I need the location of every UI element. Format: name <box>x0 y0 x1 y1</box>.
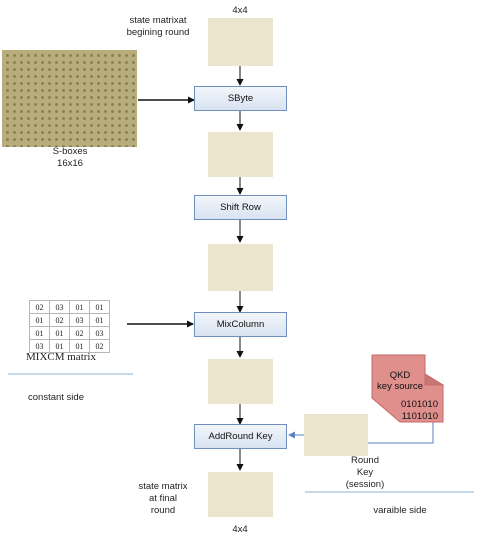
mixcm-cell: 01 <box>69 339 90 353</box>
qkd-title-line-2: key source <box>377 381 423 392</box>
state-begin-label: state matrixat begining round <box>108 15 208 39</box>
round-key-line-2: Key <box>356 467 374 478</box>
state-matrix-after-mixcolumn <box>208 359 273 404</box>
state-matrix-begin <box>208 18 273 66</box>
add-round-key-label: AddRound Key <box>208 431 273 442</box>
bottom-size-label: 4x4 <box>232 524 248 535</box>
qkd-fold <box>424 373 445 386</box>
mixcm-row: 02 03 01 01 <box>29 300 110 314</box>
top-size-label: 4x4 <box>232 5 248 16</box>
state-begin-line-2: begining round <box>126 27 190 38</box>
state-matrix-final <box>208 472 273 517</box>
round-key-label: Round Key (session) <box>330 455 400 491</box>
mixcm-label: MIXCM matrix <box>26 351 96 363</box>
constant-side-label: constant side <box>28 392 84 403</box>
state-begin-line-1: state matrixat <box>129 15 187 26</box>
mixcm-cell: 01 <box>89 300 110 314</box>
sboxes-line-2: 16x16 <box>57 158 83 169</box>
mixcm-cell: 01 <box>69 300 90 314</box>
variable-side-label: varaible side <box>373 505 427 516</box>
mixcm-cell: 01 <box>89 313 110 327</box>
qkd-bits: 0101010 1101010 <box>390 399 438 423</box>
mixcm-cell: 02 <box>29 300 50 314</box>
mix-column-step[interactable]: MixColumn <box>194 312 287 337</box>
round-key-box <box>304 414 368 456</box>
shift-row-step[interactable]: Shift Row <box>194 195 287 220</box>
state-matrix-after-sbyte <box>208 132 273 177</box>
mixcm-cell: 03 <box>89 326 110 340</box>
state-final-line-3: round <box>150 505 176 516</box>
round-key-line-1: Round <box>351 455 379 466</box>
sbyte-step[interactable]: SByte <box>194 86 287 111</box>
mixcm-cell: 03 <box>69 313 90 327</box>
mixcm-cell: 01 <box>49 326 70 340</box>
state-matrix-after-shiftrow <box>208 244 273 291</box>
arrow-qkd-to-roundkey <box>359 417 434 447</box>
qkd-bits-line-2: 1101010 <box>401 411 438 422</box>
sboxes-line-1: S-boxes <box>52 146 88 157</box>
sboxes-grid <box>2 50 137 147</box>
shift-row-label: Shift Row <box>220 202 261 213</box>
mixcm-cell: 01 <box>49 339 70 353</box>
qkd-title-line-1: QKD <box>389 370 411 381</box>
mix-column-label: MixColumn <box>216 319 265 330</box>
add-round-key-step[interactable]: AddRound Key <box>194 424 287 449</box>
state-final-line-1: state matrix <box>138 481 188 492</box>
sbyte-label: SByte <box>227 93 254 104</box>
mixcm-cell: 02 <box>49 313 70 327</box>
mixcm-row: 03 01 01 02 <box>29 339 110 353</box>
mixcm-cell: 01 <box>29 313 50 327</box>
mixcm-matrix-table: 02 03 01 01 01 02 03 01 01 01 02 03 03 0… <box>29 300 110 353</box>
qkd-key-source-shape <box>371 354 444 423</box>
state-final-label: state matrix at final round <box>128 481 198 517</box>
sboxes-label: S-boxes 16x16 <box>30 146 110 170</box>
mixcm-cell: 03 <box>49 300 70 314</box>
mixcm-cell: 01 <box>29 326 50 340</box>
mixcm-row: 01 02 03 01 <box>29 313 110 327</box>
state-final-line-2: at final <box>149 493 177 504</box>
round-key-line-3: (session) <box>345 479 385 490</box>
mixcm-cell: 03 <box>29 339 50 353</box>
qkd-title: QKD key source <box>376 370 424 392</box>
qkd-bits-line-1: 0101010 <box>401 399 438 410</box>
mixcm-row: 01 01 02 03 <box>29 326 110 340</box>
mixcm-cell: 02 <box>69 326 90 340</box>
mixcm-cell: 02 <box>89 339 110 353</box>
